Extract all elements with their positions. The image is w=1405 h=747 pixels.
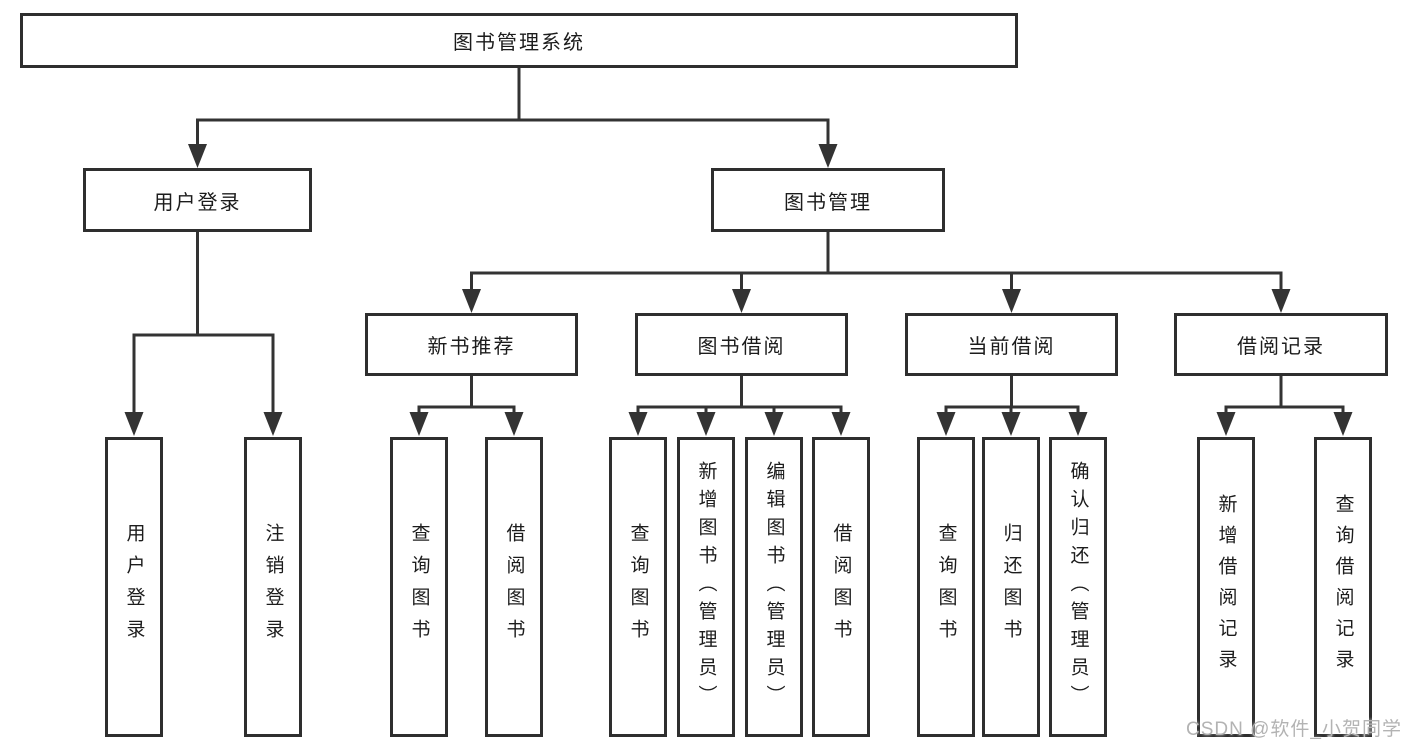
node-label: 借阅记录 xyxy=(1237,336,1325,358)
arrow-down-icon xyxy=(263,412,283,436)
arrow-down-icon xyxy=(1216,412,1236,436)
arrow-down-icon xyxy=(1333,412,1353,436)
leaf-edit-books-admin: 编辑图书（管理员） xyxy=(745,437,803,737)
leaf-add-borrow-record: 新增借阅记录 xyxy=(1197,437,1255,737)
leaf-label: 新增图书（管理员） xyxy=(695,461,717,713)
arrow-down-icon xyxy=(1271,289,1291,313)
arrow-down-icon xyxy=(936,412,956,436)
arrow-down-icon xyxy=(504,412,524,436)
arrow-down-icon xyxy=(188,144,207,168)
arrow-down-icon xyxy=(462,289,481,313)
arrow-down-icon xyxy=(1001,412,1021,436)
leaf-label: 查询图书 xyxy=(935,523,957,651)
leaf-label: 新增借阅记录 xyxy=(1215,494,1237,680)
leaf-user-login: 用户登录 xyxy=(105,437,163,737)
node-root-system: 图书管理系统 xyxy=(20,13,1018,68)
node-borrow-record: 借阅记录 xyxy=(1174,313,1388,376)
arrow-down-icon xyxy=(1002,289,1021,313)
node-book-borrow: 图书借阅 xyxy=(635,313,848,376)
node-label: 图书管理 xyxy=(784,191,872,214)
leaf-label: 用户登录 xyxy=(123,523,145,651)
arrow-down-icon xyxy=(818,144,838,168)
arrow-down-icon xyxy=(124,412,144,436)
node-label: 当前借阅 xyxy=(967,336,1056,358)
leaf-label: 注销登录 xyxy=(262,523,284,651)
leaf-label: 借阅图书 xyxy=(503,523,525,651)
node-label: 图书管理系统 xyxy=(453,32,585,54)
leaf-query-books-recommend: 查询图书 xyxy=(390,437,448,737)
leaf-logout: 注销登录 xyxy=(244,437,302,737)
leaf-return-books: 归还图书 xyxy=(982,437,1040,737)
leaf-borrow-books: 借阅图书 xyxy=(812,437,870,737)
leaf-borrow-books-recommend: 借阅图书 xyxy=(485,437,543,737)
arrow-down-icon xyxy=(1068,412,1088,436)
leaf-label: 编辑图书（管理员） xyxy=(763,461,785,713)
node-label: 用户登录 xyxy=(153,191,242,214)
arrow-down-icon xyxy=(732,289,751,313)
leaf-add-books-admin: 新增图书（管理员） xyxy=(677,437,735,737)
leaf-label: 查询图书 xyxy=(408,523,430,651)
arrow-down-icon xyxy=(764,412,784,436)
node-book-management: 图书管理 xyxy=(711,168,945,232)
leaf-confirm-return-admin: 确认归还（管理员） xyxy=(1049,437,1107,737)
arrow-down-icon xyxy=(409,412,429,436)
leaf-query-books-current: 查询图书 xyxy=(917,437,975,737)
node-label: 新书推荐 xyxy=(427,336,516,358)
arrow-down-icon xyxy=(628,412,648,436)
node-new-book-recommend: 新书推荐 xyxy=(365,313,578,376)
leaf-label: 确认归还（管理员） xyxy=(1067,461,1089,713)
arrow-down-icon xyxy=(696,412,716,436)
leaf-label: 查询借阅记录 xyxy=(1332,494,1354,680)
node-current-borrow: 当前借阅 xyxy=(905,313,1118,376)
leaf-label: 查询图书 xyxy=(627,523,649,651)
leaf-label: 借阅图书 xyxy=(830,523,852,651)
csdn-watermark: CSDN @软件_小贺同学 xyxy=(1186,719,1402,740)
arrow-down-icon xyxy=(831,412,851,436)
leaf-query-borrow-record: 查询借阅记录 xyxy=(1314,437,1372,737)
node-label: 图书借阅 xyxy=(697,336,786,358)
leaf-label: 归还图书 xyxy=(1000,523,1022,651)
leaf-query-books-borrow: 查询图书 xyxy=(609,437,667,737)
node-user-login: 用户登录 xyxy=(83,168,312,232)
